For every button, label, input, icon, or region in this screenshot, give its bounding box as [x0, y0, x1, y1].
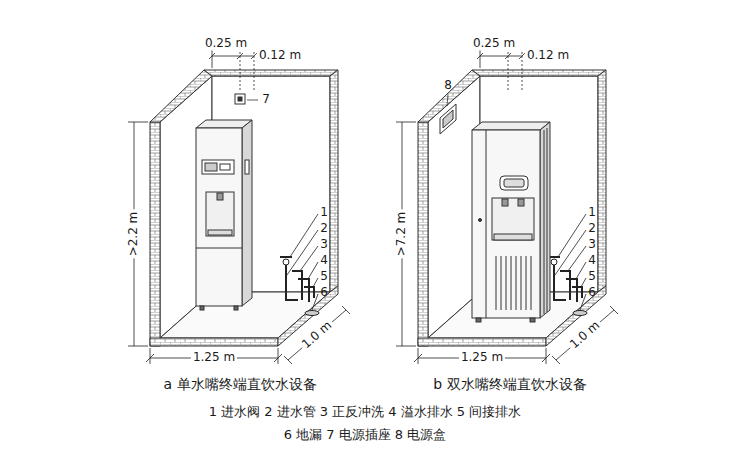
dimension-label: 1.0 m	[298, 317, 336, 352]
callout-number: 3	[318, 238, 330, 251]
key-text: 1 进水阀 2 进水管 3 正反冲洗 4 溢水排水 5 间接排水	[207, 405, 524, 419]
device-b	[440, 94, 550, 322]
leader-line	[247, 100, 258, 101]
dimension-label: 1.25 m	[459, 351, 505, 364]
callout-number: 2	[586, 222, 598, 235]
machine-top	[472, 122, 550, 130]
dispense-niche	[492, 198, 534, 240]
display-buttons	[220, 164, 230, 170]
side-rib	[544, 130, 545, 314]
door-seam	[486, 130, 487, 318]
drip-tray	[494, 234, 532, 240]
power-socket	[238, 97, 242, 101]
dimension-label: 1.25 m	[191, 351, 237, 364]
dimension-label: 0.25 m	[471, 37, 517, 50]
dimension-label: 1.0 m	[566, 317, 604, 352]
key-text: 6 地漏 7 电源插座 8 电源盒	[282, 428, 448, 442]
display-screen	[504, 179, 524, 187]
door-lock	[479, 219, 482, 222]
callout-number: 5	[586, 270, 598, 283]
callout-number: 3	[586, 238, 598, 251]
callout-number: 4	[586, 254, 598, 267]
machine-front	[196, 128, 242, 306]
machine-side	[242, 120, 252, 306]
drip-tray	[208, 230, 232, 235]
power-box	[440, 104, 456, 134]
dispense-niche	[206, 192, 234, 236]
leader-line	[447, 94, 448, 106]
machine-front	[472, 130, 540, 318]
machine-foot	[476, 318, 481, 322]
callout-number: 7	[260, 93, 272, 106]
callout-number: 8	[442, 79, 454, 92]
dimension-label: 0.12 m	[257, 49, 303, 62]
callout-number: 6	[586, 286, 598, 299]
dimension-label: 0.25 m	[203, 37, 249, 50]
power-box	[443, 110, 453, 128]
room-a	[128, 50, 350, 364]
device-a	[196, 94, 258, 310]
callout-number: 1	[318, 206, 330, 219]
machine-foot	[234, 306, 238, 310]
dimension-label: >7.2 m	[395, 210, 408, 259]
side-rib	[547, 128, 548, 312]
dimension-label: 0.12 m	[525, 49, 571, 62]
side-panel	[245, 160, 249, 174]
display-screen	[205, 163, 217, 171]
power-socket	[235, 94, 245, 104]
dimension-label: >2.2 m	[127, 210, 140, 259]
callout-number: 4	[318, 254, 330, 267]
room-b	[396, 50, 618, 364]
water-tap	[217, 193, 223, 200]
display-panel	[202, 160, 234, 174]
callout-number: 5	[318, 270, 330, 283]
panel-seam	[196, 248, 242, 249]
machine-side	[540, 122, 550, 318]
callout-number: 1	[586, 206, 598, 219]
callout-number: 2	[318, 222, 330, 235]
caption-text: b 双水嘴终端直饮水设备	[431, 377, 588, 392]
callout-number: 6	[318, 286, 330, 299]
display-screen	[500, 176, 528, 190]
water-tap	[518, 199, 524, 206]
caption-text: a 单水嘴终端直饮水设备	[161, 377, 318, 392]
vent-grille	[496, 256, 531, 310]
machine-foot	[530, 318, 535, 322]
machine-foot	[200, 306, 204, 310]
water-tap	[502, 199, 508, 206]
